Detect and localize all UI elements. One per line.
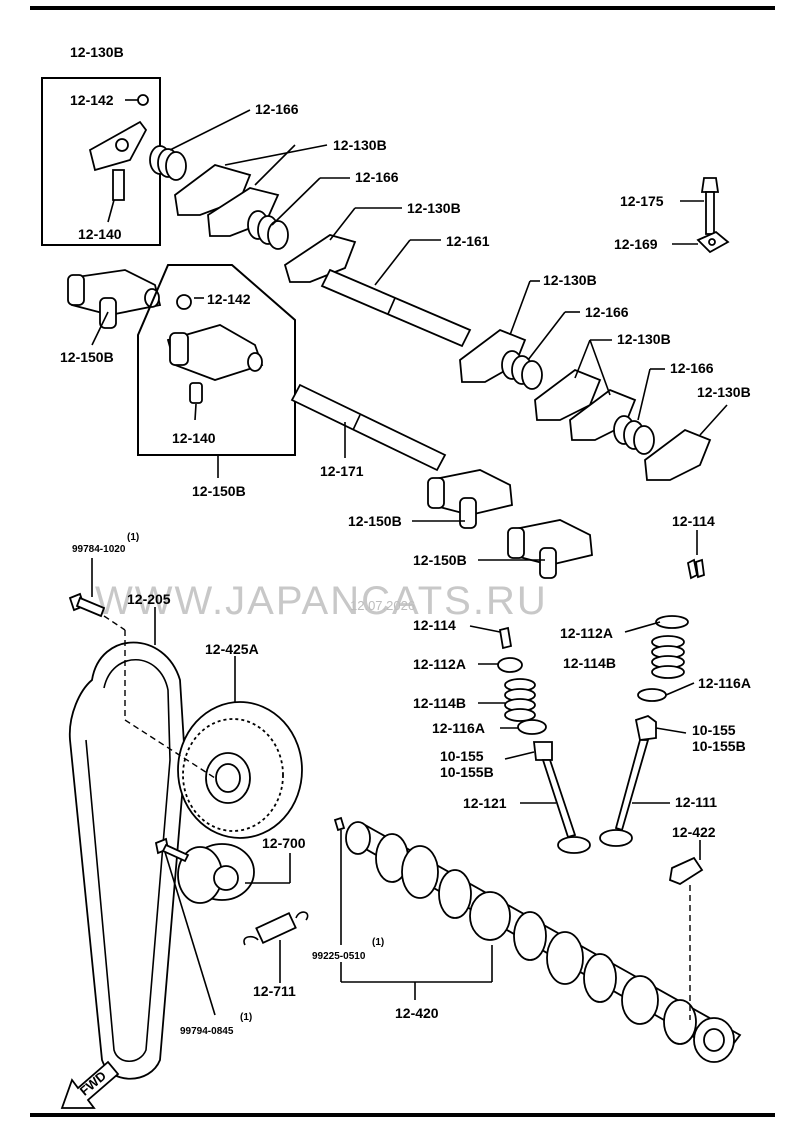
valve-keeper-right — [686, 558, 705, 580]
part-label-12-422: 12-422 — [672, 824, 716, 840]
part-label-12-150b-d: 12-150B — [413, 552, 467, 568]
valve-train-left — [497, 626, 591, 854]
part-label-12-130b-f: 12-130B — [697, 384, 751, 400]
rocker-shaft-12-171 — [290, 383, 447, 472]
part-label-10-155-a: 10-155 — [692, 722, 736, 738]
timing-belt — [68, 641, 186, 1080]
part-label-12-700: 12-700 — [262, 835, 306, 851]
part-label-12-130b-d: 12-130B — [543, 272, 597, 288]
part-label-12-166-c: 12-166 — [585, 304, 629, 320]
part-label-12-112a-a: 12-112A — [560, 625, 613, 641]
part-label-12-166-b: 12-166 — [355, 169, 399, 185]
part-label-12-420: 12-420 — [395, 1005, 439, 1021]
lash-adjuster-left — [67, 269, 162, 329]
part-label-12-166-a: 12-166 — [255, 101, 299, 117]
part-label-12-142-b: 12-142 — [207, 291, 251, 307]
part-label-12-130b-b: 12-130B — [333, 137, 387, 153]
part-label-12-111: 12-111 — [675, 794, 717, 810]
watermark-date: 12.07.2026 — [350, 598, 415, 613]
part-label-10-155b-a: 10-155B — [692, 738, 746, 754]
camshaft — [333, 816, 742, 1063]
part-label-12-161: 12-161 — [446, 233, 490, 249]
bolt-and-plate — [696, 177, 730, 254]
part-label-99784-1020: 99784-1020 — [72, 544, 126, 555]
part-label-12-171: 12-171 — [320, 463, 364, 479]
part-label-12-130b-c: 12-130B — [407, 200, 461, 216]
valve-train-right — [599, 615, 689, 847]
right-rocker-assembly — [459, 328, 712, 481]
camshaft-pulley — [177, 701, 303, 839]
part-label-12-114b-b: 12-114B — [413, 695, 466, 711]
part-label-12-150b-c: 12-150B — [348, 513, 402, 529]
part-label-12-175: 12-175 — [620, 193, 664, 209]
bolt-99784 — [68, 592, 106, 618]
part-label-12-116a-a: 12-116A — [698, 675, 751, 691]
part-label-12-425a: 12-425A — [205, 641, 259, 657]
part-label-12-150b-b: 12-150B — [192, 483, 246, 499]
lash-adjuster-detail-box — [137, 264, 296, 456]
part-label-12-166-d: 12-166 — [670, 360, 714, 376]
part-label-12-114-a: 12-114 — [672, 513, 715, 529]
part-label-12-130b-e: 12-130B — [617, 331, 671, 347]
qty-99794: (1) — [240, 1012, 252, 1023]
part-label-12-169: 12-169 — [614, 236, 658, 252]
part-label-12-130b: 12-130B — [70, 44, 124, 60]
part-label-12-114-b: 12-114 — [413, 617, 456, 633]
qty-99225: (1) — [372, 937, 384, 948]
part-label-12-114b-a: 12-114B — [563, 655, 616, 671]
rocker-arm-detail-box-1 — [41, 77, 161, 246]
lash-adjuster-lower — [427, 469, 593, 579]
upper-rocker-assembly — [149, 145, 472, 348]
tensioner-pulley — [154, 837, 255, 904]
part-label-12-711: 12-711 — [253, 983, 296, 999]
top-border-rule — [30, 6, 775, 10]
part-label-12-142: 12-142 — [70, 92, 114, 108]
part-label-12-140-b: 12-140 — [172, 430, 216, 446]
part-label-99225-0510: 99225-0510 — [312, 951, 366, 962]
part-label-12-205: 12-205 — [127, 591, 171, 607]
tensioner-spring — [243, 911, 309, 946]
camshaft-seal — [668, 856, 704, 886]
part-label-12-116a-b: 12-116A — [432, 720, 485, 736]
watermark-text: WWW.JAPANCATS.RU — [95, 579, 548, 623]
part-label-99794-0845: 99794-0845 — [180, 1026, 234, 1037]
part-label-12-150b-a: 12-150B — [60, 349, 114, 365]
part-label-10-155b-b: 10-155B — [440, 764, 494, 780]
part-label-12-121: 12-121 — [463, 795, 507, 811]
part-label-10-155-b: 10-155 — [440, 748, 484, 764]
forward-direction-arrow: FWD — [60, 1060, 120, 1109]
qty-99784: (1) — [127, 532, 139, 543]
part-label-12-112a-b: 12-112A — [413, 656, 466, 672]
bottom-border-rule — [30, 1113, 775, 1117]
part-label-12-140: 12-140 — [78, 226, 122, 242]
